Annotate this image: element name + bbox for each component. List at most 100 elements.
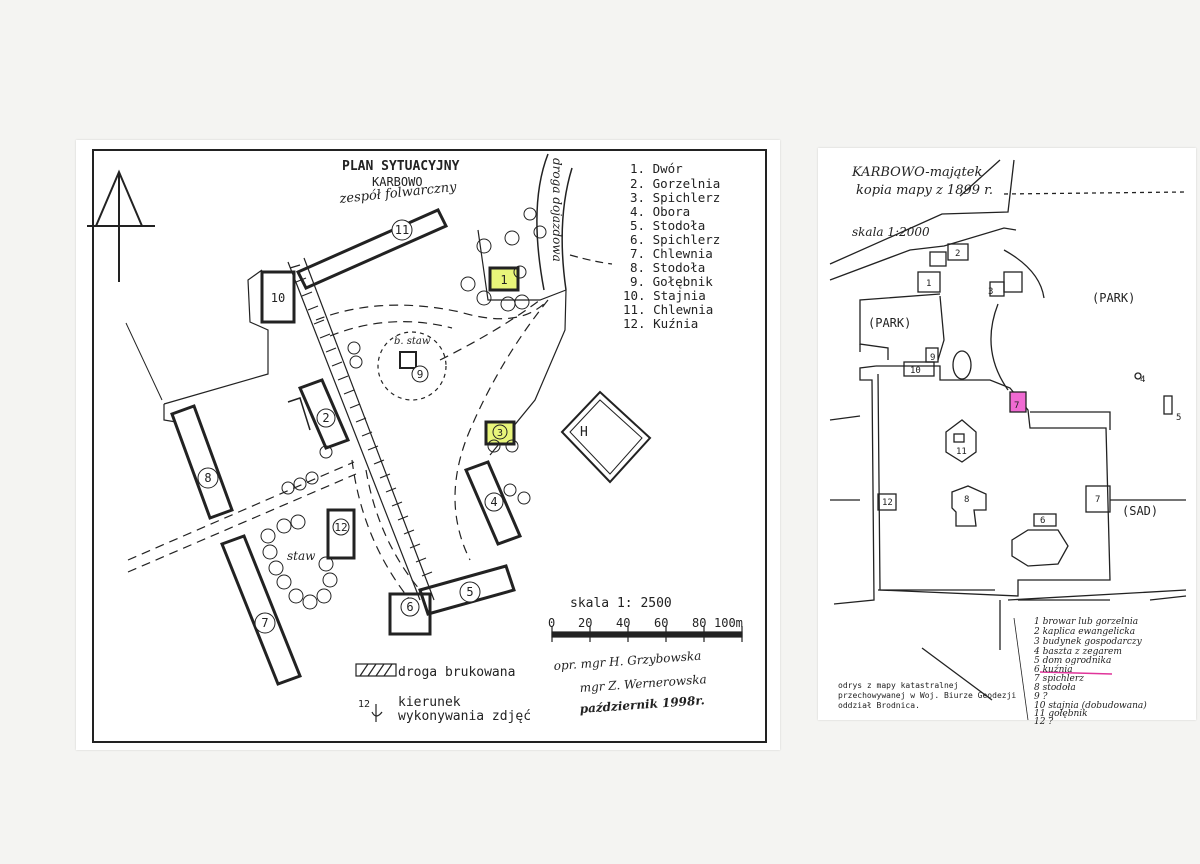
site-plan-sheet	[76, 140, 780, 750]
building-number: 10	[271, 291, 285, 305]
old-pond-label: b. staw	[394, 336, 431, 347]
scale-tick: 80	[692, 616, 706, 630]
author-line-2: mgr Z. Wernerowska	[579, 672, 707, 695]
north-arrow-icon	[87, 169, 155, 282]
left-map-labels: PLAN SYTUACYJNY KARBOWO zespół folwarczn…	[197, 158, 743, 724]
pond-label: staw	[287, 549, 316, 563]
direction-key-line2: wykonywania zdjęć	[398, 709, 531, 724]
building-r-pond	[1011, 529, 1069, 567]
legend-item: 9 ?	[1034, 692, 1048, 702]
building-number: 9	[417, 368, 424, 381]
park-label-right: (PARK)	[1092, 291, 1135, 305]
building-number: 4	[490, 495, 497, 509]
building-11	[295, 208, 449, 290]
legend-item: 3. Spichlerz	[630, 190, 720, 205]
source-note-2: przechowywanej w Woj. Biurze Geodezji	[838, 691, 1016, 700]
building-6	[388, 592, 432, 636]
building-number: 7	[261, 616, 268, 630]
source-note-3: oddział Brodnica.	[838, 701, 920, 710]
legend-item: 7. Chlewnia	[630, 246, 713, 261]
orchard-label: (SAD)	[1122, 504, 1158, 518]
legend-item: 6. Spichlerz	[630, 232, 720, 247]
legend-item: 1. Dwór	[630, 161, 683, 176]
legend-item: 4 baszta z zegarem	[1033, 647, 1122, 657]
scale-tick: 100m	[714, 616, 743, 630]
building-r12	[877, 493, 897, 511]
legend-item: 3 budynek gospodarczy	[1034, 637, 1143, 647]
dirt-roads	[127, 299, 549, 601]
paved-road	[287, 257, 435, 601]
historic-map-title: KARBOWO-majątek	[851, 165, 982, 180]
pink-underline	[1039, 671, 1113, 675]
building-10	[260, 270, 296, 324]
building-r11	[945, 419, 977, 463]
legend-item: 1 browar lub gorzelnia	[1034, 617, 1138, 627]
building-7	[220, 534, 302, 686]
left-map-frame	[92, 149, 767, 743]
map-number: 8	[964, 495, 969, 505]
scale-tick: 40	[616, 616, 630, 630]
manor-house-inner	[569, 399, 643, 475]
building-4	[463, 460, 523, 546]
author-line-1: opr. mgr H. Grzybowska	[553, 649, 701, 673]
building-1-small	[488, 266, 520, 292]
plan-subtitle: KARBOWO	[372, 175, 423, 189]
map-number: 7	[1014, 401, 1019, 411]
building-12	[326, 508, 356, 560]
building-r5	[1163, 395, 1173, 415]
legend-item: 2 kaplica ewangelicka	[1033, 627, 1135, 637]
left-site-plan	[87, 149, 767, 743]
scale-bar	[551, 626, 743, 642]
map-number: 9	[930, 353, 935, 363]
map-number: 3	[988, 287, 993, 297]
park-label-left: (PARK)	[868, 316, 911, 330]
scale-title: skala 1: 2500	[570, 596, 672, 611]
building-r6	[1033, 513, 1057, 527]
buildings	[170, 208, 523, 686]
access-road-label: droga dojazdowa	[550, 158, 564, 262]
map-number: 1	[926, 279, 931, 289]
paved-road-key-label: droga brukowana	[398, 665, 515, 680]
building-r8	[951, 485, 987, 527]
building-r10	[903, 361, 935, 377]
old-pond	[377, 331, 447, 401]
map-number: 12	[882, 498, 893, 508]
direction-key-icon	[371, 711, 383, 717]
right-historic-map	[829, 159, 1187, 721]
historic-map-scale: skala 1:2000	[852, 225, 930, 239]
building-r9	[925, 347, 939, 363]
legend-item: 10 stajnia (dobudowana)	[1034, 700, 1147, 711]
manor-house	[560, 390, 652, 484]
legend-item: 2. Gorzelnia	[630, 176, 720, 191]
dovecote-9	[399, 351, 417, 369]
round-bed	[952, 350, 972, 380]
legend-item: 7 spichlerz	[1034, 674, 1084, 684]
scale-tick: 60	[654, 616, 668, 630]
right-map-labels: KARBOWO-majątek kopia mapy z 1899 r. ska…	[838, 165, 1181, 727]
plan-title: PLAN SYTUACYJNY	[342, 159, 460, 174]
legend-item: 5 dom ogrodnika	[1034, 656, 1111, 666]
building-number: 6	[406, 600, 413, 614]
building-number: 8	[204, 471, 211, 485]
building-number: 5	[466, 585, 473, 599]
building-number: 12	[334, 521, 347, 534]
legend-item: 10. Stajnia	[623, 288, 706, 303]
building-number: 11	[395, 223, 409, 237]
legend-item: 8 stodoła	[1034, 683, 1076, 693]
map-number: 4	[1140, 375, 1145, 385]
historic-map-sheet	[818, 148, 1196, 720]
building-r1	[917, 271, 941, 293]
historic-map-subtitle: kopia mapy z 1899 r.	[856, 183, 993, 198]
building-r2	[947, 243, 969, 261]
map-number: 6	[1040, 516, 1045, 526]
building-legend: 1. Dwór 2. Gorzelnia 3. Spichlerz 4. Obo…	[623, 161, 720, 331]
building-number: 1	[500, 273, 507, 287]
legend-item: 11. Chlewnia	[623, 302, 713, 317]
building-r2b	[929, 251, 947, 267]
legend-item: 5. Stodoła	[630, 218, 705, 233]
building-r7-highlight	[1009, 391, 1027, 413]
direction-key-line1: kierunek	[398, 695, 461, 710]
legend-item: 8. Stodoła	[630, 260, 705, 275]
building-number: 3	[497, 428, 503, 439]
